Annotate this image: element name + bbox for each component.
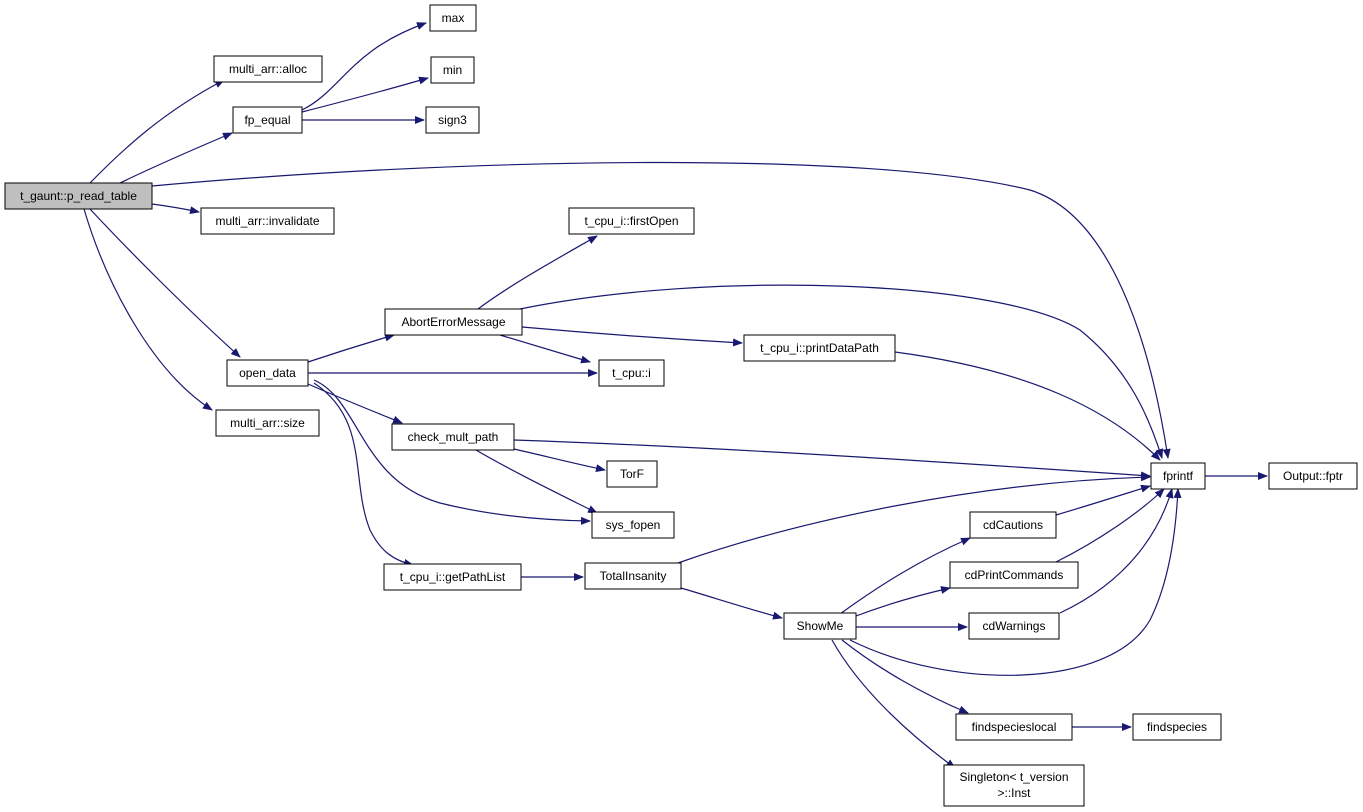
- edge-check_mult_path-sys_fopen: [475, 449, 598, 514]
- node-label: ShowMe: [797, 619, 844, 633]
- node-show-me[interactable]: ShowMe: [783, 612, 857, 640]
- node-label-line-1: Singleton< t_version: [959, 770, 1068, 784]
- node-check-mult-path[interactable]: check_mult_path: [391, 423, 515, 451]
- node-max[interactable]: max: [429, 4, 477, 32]
- edge-root-open_data: [89, 208, 241, 358]
- node-label: min: [443, 63, 462, 77]
- node-label: AbortErrorMessage: [401, 315, 505, 329]
- node-cd-print-commands[interactable]: cdPrintCommands: [949, 561, 1079, 589]
- edge-open_data-check_mult_path: [307, 383, 403, 424]
- node-label: fprintf: [1163, 469, 1194, 483]
- edge-root-invalidate: [151, 203, 200, 215]
- node-layer: t_gaunt::p_read_table multi_arr::alloc f…: [4, 4, 1358, 807]
- edge-AbortErrorMessage-fprintf: [519, 284, 1164, 459]
- node-label: multi_arr::invalidate: [215, 214, 319, 228]
- node-label: sys_fopen: [606, 518, 661, 532]
- node-label: multi_arr::alloc: [229, 62, 307, 76]
- edge-cdCautions-fprintf: [1055, 484, 1151, 516]
- edge-fp_equal-min: [301, 76, 429, 113]
- edge-printDataPath-fprintf: [894, 351, 1161, 461]
- node-label: t_cpu_i::printDataPath: [760, 341, 879, 355]
- edge-ShowMe-cdCautions: [839, 537, 971, 615]
- edge-layer: [83, 22, 1268, 769]
- node-label: t_cpu_i::firstOpen: [584, 214, 678, 228]
- node-label: Output::fptr: [1283, 469, 1343, 483]
- node-t-cpu-i[interactable]: t_cpu::i: [598, 359, 665, 387]
- edge-TotalInsanity-fprintf: [677, 473, 1151, 564]
- node-label: cdPrintCommands: [965, 568, 1064, 582]
- edge-TotalInsanity-ShowMe: [680, 587, 783, 620]
- node-label: findspecieslocal: [972, 720, 1057, 734]
- node-label: check_mult_path: [408, 430, 499, 444]
- node-output-fptr[interactable]: Output::fptr: [1268, 462, 1358, 490]
- edge-root-fp_equal: [119, 132, 233, 184]
- edge-cdPrintCommands-fprintf: [1055, 488, 1165, 563]
- node-multi-arr-size[interactable]: multi_arr::size: [215, 409, 320, 437]
- edge-root-fprintf: [151, 161, 1171, 459]
- edge-AbortErrorMessage-firstOpen: [477, 235, 598, 310]
- edge-check_mult_path-TorF: [513, 448, 606, 473]
- edge-root-size: [83, 208, 213, 411]
- edge-open_data-AbortErrorMessage: [307, 333, 395, 363]
- node-label: open_data: [239, 366, 296, 380]
- node-min[interactable]: min: [430, 56, 475, 84]
- edge-cdWarnings-fprintf: [1059, 488, 1174, 614]
- node-find-species-local[interactable]: findspecieslocal: [955, 713, 1073, 741]
- edge-root-alloc: [89, 79, 225, 184]
- edge-fp_equal-max: [301, 22, 427, 111]
- edge-ShowMe-findspecieslocal: [841, 639, 969, 714]
- edge-open_data-sys_fopen: [313, 379, 591, 525]
- edge-AbortErrorMessage-t_cpu_i: [499, 334, 591, 364]
- edge-ShowMe-cdPrintCommands: [855, 586, 951, 617]
- node-label: TorF: [620, 467, 644, 481]
- node-multi-arr-invalidate[interactable]: multi_arr::invalidate: [200, 207, 335, 235]
- node-cd-warnings[interactable]: cdWarnings: [968, 612, 1060, 640]
- node-label: findspecies: [1147, 720, 1207, 734]
- node-first-open[interactable]: t_cpu_i::firstOpen: [568, 207, 695, 235]
- node-total-insanity[interactable]: TotalInsanity: [584, 562, 682, 590]
- node-multi-arr-alloc[interactable]: multi_arr::alloc: [213, 55, 323, 83]
- node-abort-error-message[interactable]: AbortErrorMessage: [384, 308, 523, 336]
- node-find-species[interactable]: findspecies: [1132, 713, 1222, 741]
- node-label: max: [442, 11, 465, 25]
- node-torf[interactable]: TorF: [606, 460, 658, 488]
- node-fp-equal[interactable]: fp_equal: [232, 106, 303, 134]
- edge-check_mult_path-fprintf: [513, 439, 1151, 480]
- node-label: cdWarnings: [983, 619, 1046, 633]
- node-sys-fopen[interactable]: sys_fopen: [591, 511, 675, 539]
- node-label: t_gaunt::p_read_table: [20, 189, 137, 203]
- node-label: cdCautions: [983, 518, 1043, 532]
- node-fprintf[interactable]: fprintf: [1150, 462, 1206, 490]
- node-label: t_cpu::i: [612, 366, 651, 380]
- node-cd-cautions[interactable]: cdCautions: [969, 511, 1057, 539]
- node-sign3[interactable]: sign3: [425, 106, 480, 134]
- node-get-path-list[interactable]: t_cpu_i::getPathList: [383, 563, 522, 591]
- node-print-data-path[interactable]: t_cpu_i::printDataPath: [743, 334, 896, 362]
- node-label: multi_arr::size: [230, 416, 305, 430]
- node-singleton-inst[interactable]: Singleton< t_version >::Inst: [943, 764, 1085, 807]
- edge-ShowMe-singleton: [831, 639, 956, 769]
- edge-ShowMe-fprintf: [849, 488, 1182, 676]
- node-label: t_cpu_i::getPathList: [400, 570, 506, 584]
- node-p-read-table[interactable]: t_gaunt::p_read_table: [4, 182, 153, 210]
- node-open-data[interactable]: open_data: [226, 359, 309, 387]
- edge-open_data-getPathList: [313, 382, 414, 567]
- node-label: sign3: [438, 113, 467, 127]
- edge-AbortErrorMessage-printDataPath: [521, 326, 743, 347]
- node-label-line-2: >::Inst: [997, 786, 1031, 800]
- node-label: fp_equal: [244, 113, 290, 127]
- node-label: TotalInsanity: [600, 569, 667, 583]
